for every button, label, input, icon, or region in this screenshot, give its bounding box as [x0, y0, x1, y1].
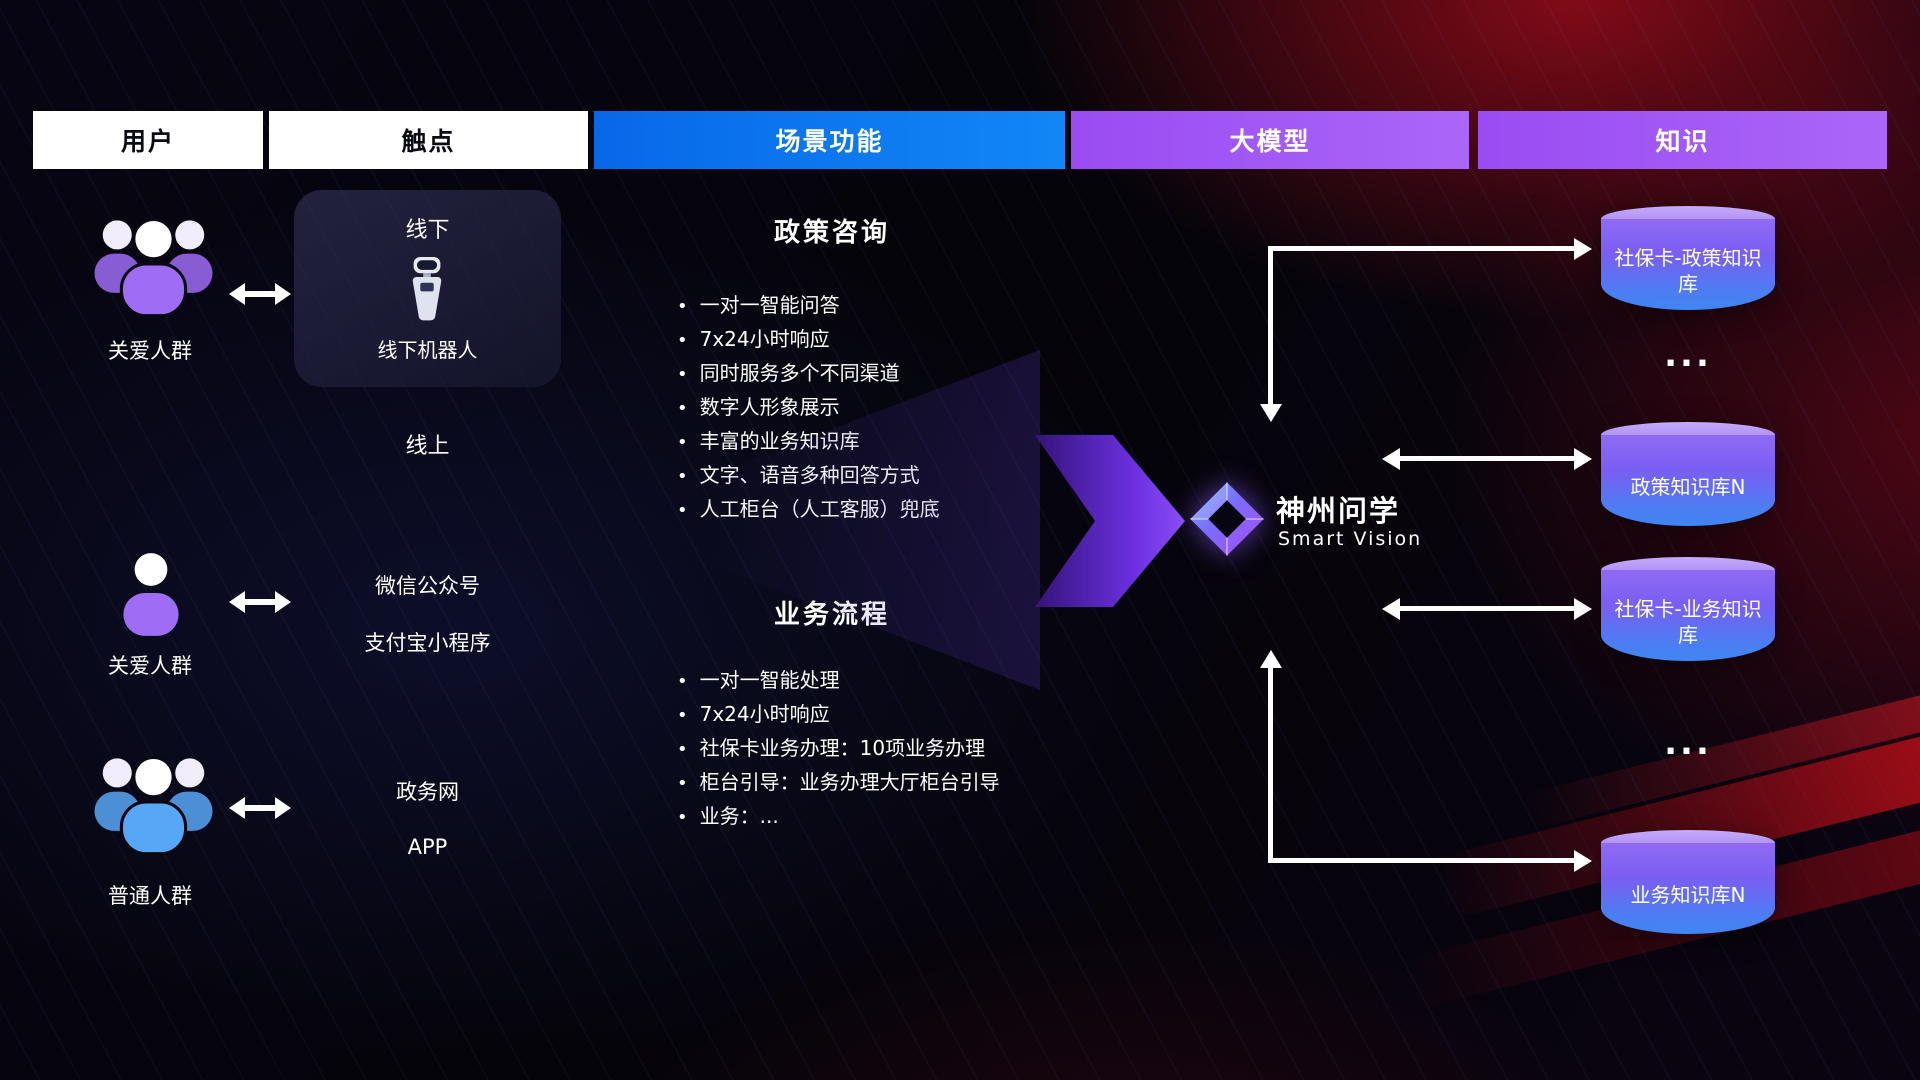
connector-arrow-line — [1268, 858, 1574, 863]
header-scenario-functions: 场景功能 — [594, 111, 1065, 169]
bullet-dot-icon: • — [677, 773, 688, 794]
bullet-text: 一对一智能处理 — [699, 668, 840, 692]
arrowhead-right-icon — [1574, 238, 1592, 260]
bullet-text: 人工柜台（人工客服）兜底 — [700, 493, 940, 526]
knowledge-db: 社保卡-政策知识库 — [1601, 206, 1775, 310]
people-group-icon — [86, 746, 221, 866]
bullet-text: 数字人形象展示 — [699, 395, 840, 419]
bullet-text: 同时服务多个不同渠道 — [699, 361, 900, 385]
bullet-dot-icon: • — [677, 739, 688, 760]
bullet-text: 业务：... — [699, 804, 779, 828]
bullet-text: 柜台引导：业务办理大厅柜台引导 — [699, 770, 1000, 794]
cylinder-body: 业务知识库N — [1601, 843, 1775, 934]
bullet-dot-icon: • — [677, 364, 688, 385]
bullet-item: • 业务：... — [677, 800, 1000, 834]
bullet-item: • 数字人形象展示 — [677, 391, 940, 425]
cylinder-body: 政策知识库N — [1601, 435, 1775, 526]
bullet-item: • 7x24小时响应 — [677, 323, 940, 357]
offline-robot-label: 线下机器人 — [377, 338, 478, 362]
model-logo-icon — [1188, 480, 1266, 562]
knowledge-db-label: 政策知识库N — [1630, 474, 1746, 499]
knowledge-db: 业务知识库N — [1601, 830, 1775, 934]
touchpoint-alipay: 支付宝小程序 — [364, 631, 491, 655]
bidirectional-arrow-icon — [229, 591, 291, 613]
bullet-item: • 柜台引导：业务办理大厅柜台引导 — [677, 766, 1000, 800]
touchpoint-app: APP — [407, 835, 448, 859]
bullet-text: 一对一智能问答 — [699, 293, 840, 317]
ellipsis: ... — [1664, 723, 1712, 763]
bullet-dot-icon: • — [677, 296, 688, 317]
bullet-dot-icon: • — [677, 705, 688, 726]
bullet-text: 7x24小时响应 — [699, 702, 830, 726]
function-section-title: 政策咨询 — [773, 218, 890, 248]
model-subtitle: Smart Vision — [1278, 528, 1423, 550]
bullet-text: 社保卡业务办理：10项业务办理 — [699, 736, 986, 760]
user-group-label: 关爱人群 — [108, 339, 192, 363]
bullet-dot-icon: • — [677, 807, 688, 828]
function-section-title: 业务流程 — [773, 600, 890, 630]
bullet-item: • 文字、语音多种回答方式 — [677, 459, 940, 493]
knowledge-db-label: 社保卡-政策知识库 — [1614, 245, 1762, 296]
offline-title: 线下 — [405, 218, 450, 243]
function-list: •一对一智能问答 •7x24小时响应 •同时服务多个不同渠道 •数字人形象展示 … — [677, 289, 940, 527]
bullet-item: • 同时服务多个不同渠道 — [677, 357, 940, 391]
cylinder-body: 社保卡-政策知识库 — [1601, 219, 1775, 310]
bullet-item: • 丰富的业务知识库 — [677, 425, 940, 459]
bidirectional-arrow-icon — [229, 283, 291, 305]
arrowhead-left-icon — [1382, 448, 1400, 470]
touchpoint-wechat: 微信公众号 — [375, 574, 480, 598]
bullet-item: • 7x24小时响应 — [677, 698, 1000, 732]
user-group-label: 普通人群 — [108, 884, 192, 908]
bullet-dot-icon: • — [677, 500, 688, 521]
knowledge-db-label: 社保卡-业务知识库 — [1614, 596, 1762, 647]
bullet-item: • 一对一智能问答 — [677, 289, 940, 323]
bullet-dot-icon: • — [677, 432, 688, 453]
robot-icon — [403, 256, 451, 327]
cylinder-body: 社保卡-业务知识库 — [1601, 570, 1775, 661]
bullet-item: • 人工柜台（人工客服）兜底 — [677, 493, 940, 527]
arrowhead-down-icon — [1260, 404, 1282, 422]
person-icon — [118, 548, 184, 644]
bullet-item: • 一对一智能处理 — [677, 664, 1000, 698]
people-group-icon — [86, 208, 221, 328]
bullet-text: 7x24小时响应 — [699, 327, 830, 351]
ellipsis: ... — [1664, 335, 1712, 375]
connector-arrow-line — [1268, 668, 1273, 863]
bullet-item: • 社保卡业务办理：10项业务办理 — [677, 732, 1000, 766]
header-users: 用户 — [33, 111, 263, 169]
bullet-dot-icon: • — [677, 398, 688, 419]
bullet-dot-icon: • — [677, 466, 688, 487]
arrowhead-right-icon — [1574, 598, 1592, 620]
header-touchpoints: 触点 — [269, 111, 588, 169]
knowledge-db-label: 业务知识库N — [1630, 882, 1746, 907]
knowledge-db: 社保卡-业务知识库 — [1601, 557, 1775, 661]
arrowhead-left-icon — [1382, 598, 1400, 620]
connector-arrow-line — [1400, 456, 1574, 461]
knowledge-db: 政策知识库N — [1601, 422, 1775, 526]
arrowhead-right-icon — [1574, 448, 1592, 470]
header-large-model: 大模型 — [1071, 111, 1469, 169]
bullet-dot-icon: • — [677, 330, 688, 351]
bidirectional-arrow-icon — [229, 797, 291, 819]
header-knowledge: 知识 — [1478, 111, 1887, 169]
arrowhead-up-icon — [1260, 650, 1282, 668]
connector-arrow-line — [1400, 606, 1574, 611]
bullet-text: 文字、语音多种回答方式 — [700, 459, 920, 492]
arrowhead-right-icon — [1574, 850, 1592, 872]
connector-arrow-line — [1268, 246, 1574, 251]
function-list: • 一对一智能处理 • 7x24小时响应 • 社保卡业务办理：10项业务办理 • 柜台引… — [677, 664, 1000, 834]
connector-arrow-line — [1268, 246, 1273, 408]
user-group-label: 关爱人群 — [108, 654, 192, 678]
bullet-dot-icon: • — [677, 671, 688, 692]
bullet-text: 丰富的业务知识库 — [699, 429, 860, 453]
touchpoint-gov-web: 政务网 — [396, 780, 459, 804]
online-title: 线上 — [405, 434, 450, 459]
model-name: 神州问学 — [1276, 494, 1401, 528]
